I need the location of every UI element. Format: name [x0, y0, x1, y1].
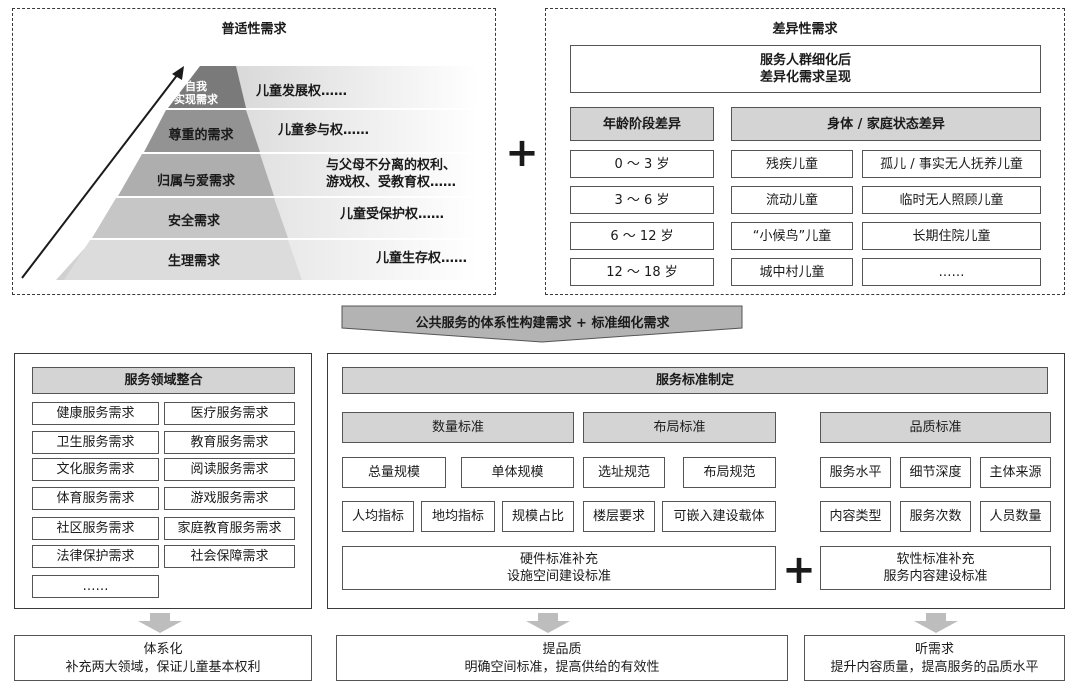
age-stage-header: 年龄阶段差异 — [570, 107, 714, 141]
domain-item: 文化服务需求 — [32, 458, 159, 481]
right-label-survival: 儿童生存权…… — [376, 251, 468, 266]
domain-item: 阅读服务需求 — [164, 458, 295, 481]
outcome-title: 提品质 — [542, 642, 582, 657]
plus-sign-bottom: + — [782, 547, 816, 593]
right-label-family-rights: 与父母不分离的权利、 游戏权、受教育权…… — [326, 158, 457, 190]
universal-needs-title: 普适性需求 — [221, 22, 287, 37]
quantity-standard-header: 数量标准 — [342, 412, 574, 443]
pyramid-level-belonging — [118, 154, 274, 196]
domain-item: 教育服务需求 — [164, 431, 295, 454]
pyramid-level-safety — [92, 198, 288, 238]
status-cell-left: 流动儿童 — [731, 186, 853, 214]
quality-item: 主体来源 — [980, 457, 1051, 488]
level-label-belonging: 归属与爱需求 — [156, 174, 235, 189]
software-supplement-box: 软性标准补充 服务内容建设标准 — [820, 546, 1051, 590]
hardware-supplement-box: 硬件标准补充 设施空间建设标准 — [342, 546, 776, 590]
standards-panel — [327, 353, 1065, 609]
banner-arrow — [341, 305, 743, 343]
level-label-physiological: 生理需求 — [167, 254, 220, 269]
quality-item: 内容类型 — [820, 501, 891, 532]
down-arrow-3 — [914, 613, 958, 633]
age-group-cell: 3 ～ 6 岁 — [570, 186, 714, 214]
domain-integration-title: 服务领域整合 — [32, 367, 295, 394]
level-label-safety: 安全需求 — [167, 214, 220, 229]
right-label-development: 儿童发展权…… — [256, 84, 348, 99]
pyramid-arrow-head — [172, 66, 184, 80]
outcome-text: 提升内容质量，提高服务的品质水平 — [830, 660, 1039, 675]
pyramid-level-physiological — [64, 240, 302, 280]
outcome-box-quality: 提品质 明确空间标准，提高供给的有效性 — [336, 635, 788, 681]
domain-item: 医疗服务需求 — [164, 402, 295, 425]
level-label-esteem: 尊重的需求 — [168, 128, 234, 143]
right-label-participation: 儿童参与权…… — [278, 123, 370, 138]
needs-pyramid — [21, 66, 478, 280]
outcome-title: 体系化 — [143, 642, 183, 657]
quality-item: 服务水平 — [820, 457, 891, 488]
layout-item: 可嵌入建设载体 — [662, 501, 776, 532]
quality-item: 人员数量 — [980, 501, 1051, 532]
quality-item: 细节深度 — [900, 457, 971, 488]
outcome-text: 补充两大领域，保证儿童基本权利 — [65, 660, 261, 675]
status-cell-left: 残疾儿童 — [731, 150, 853, 178]
layout-item: 楼层要求 — [583, 501, 655, 532]
quantity-item: 规模占比 — [502, 501, 574, 532]
domain-item: 卫生服务需求 — [32, 431, 159, 454]
domain-item: 社会保障需求 — [164, 545, 295, 568]
outcome-box-systematization: 体系化 补充两大领域，保证儿童基本权利 — [14, 635, 312, 681]
age-group-cell: 12 ～ 18 岁 — [570, 258, 714, 286]
domain-item: 游戏服务需求 — [164, 487, 295, 510]
differential-intro-box: 服务人群细化后 差异化需求呈现 — [570, 45, 1041, 93]
quantity-item: 地均指标 — [421, 501, 495, 532]
outcome-box-demand: 听需求 提升内容质量，提高服务的品质水平 — [804, 635, 1065, 681]
banner-text: 公共服务的体系性构建需求 + 标准细化需求 — [415, 316, 670, 331]
quality-item: 服务次数 — [900, 501, 971, 532]
domain-item: …… — [32, 575, 159, 598]
layout-standard-header: 布局标准 — [583, 412, 776, 443]
down-arrow-2 — [526, 613, 570, 633]
domain-item: 家庭教育服务需求 — [164, 517, 295, 540]
quality-standard-header: 品质标准 — [820, 412, 1051, 443]
domain-item: 体育服务需求 — [32, 487, 159, 510]
pyramid-level-self-actualization — [168, 66, 246, 108]
age-group-cell: 0 ～ 3 岁 — [570, 150, 714, 178]
plus-sign-top: + — [505, 130, 539, 176]
pyramid-level-esteem — [144, 110, 260, 152]
status-cell-right: 长期住院儿童 — [862, 222, 1041, 250]
level-label-self-actualization: 自我 实现需求 — [174, 80, 218, 106]
standards-title: 服务标准制定 — [342, 367, 1048, 394]
quantity-item: 单体规模 — [461, 457, 574, 488]
status-cell-right: 临时无人照顾儿童 — [862, 186, 1041, 214]
outcome-text: 明确空间标准，提高供给的有效性 — [464, 660, 660, 675]
status-cell-right: 孤儿 / 事实无人抚养儿童 — [862, 150, 1041, 178]
layout-item: 布局规范 — [683, 457, 776, 488]
status-cell-left: 城中村儿童 — [731, 258, 853, 286]
domain-item: 社区服务需求 — [32, 517, 159, 540]
age-group-cell: 6 ～ 12 岁 — [570, 222, 714, 250]
differential-needs-title: 差异性需求 — [772, 22, 838, 37]
down-arrow-1 — [138, 613, 182, 633]
right-label-protection: 儿童受保护权…… — [340, 207, 445, 222]
domain-integration-panel — [14, 353, 312, 609]
quantity-item: 人均指标 — [342, 501, 414, 532]
status-cell-right: …… — [862, 258, 1041, 286]
quantity-item: 总量规模 — [342, 457, 446, 488]
status-cell-left: “小候鸟”儿童 — [731, 222, 853, 250]
layout-item: 选址规范 — [583, 457, 665, 488]
universal-needs-panel — [12, 8, 496, 295]
differential-needs-panel — [545, 8, 1065, 295]
outcome-title: 听需求 — [914, 642, 954, 657]
domain-item: 法律保护需求 — [32, 545, 159, 568]
pyramid-band-1 — [174, 66, 478, 108]
body-family-status-header: 身体 / 家庭状态差异 — [731, 107, 1041, 141]
domain-item: 健康服务需求 — [32, 402, 159, 425]
pyramid-arrow — [21, 73, 179, 279]
